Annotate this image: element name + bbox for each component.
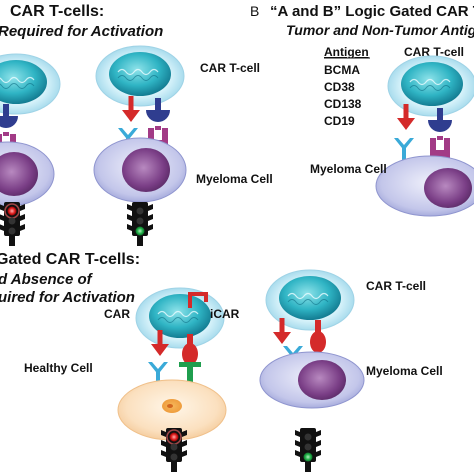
- car-t-cell-2: [95, 45, 185, 107]
- traffic-light-red-icon: [0, 202, 25, 246]
- traffic-light-green-icon-2: [295, 428, 321, 472]
- antigen-bcma: BCMA: [324, 63, 360, 77]
- car-t-cell-3: [387, 55, 474, 117]
- icar-receptor-2: [310, 320, 326, 353]
- panel-c-title-line2: d Absence of: [0, 271, 94, 288]
- car-label: CAR: [104, 307, 130, 321]
- panel-a-myeloma-cell-label: Myeloma Cell: [196, 172, 273, 186]
- antigen-cd19: CD19: [324, 114, 355, 128]
- icar-label: iCAR: [210, 307, 240, 321]
- healthy-cell-label: Healthy Cell: [24, 361, 93, 375]
- panel-c-title-line3: uired for Activation: [0, 289, 135, 306]
- myeloma-cell-3: [375, 155, 474, 217]
- panel-b-title-line1: “A and B” Logic Gated CAR T: [270, 3, 474, 20]
- panel-b-car-t-cell-label: CAR T-cell: [404, 45, 464, 59]
- panel-c-title-line1: Gated CAR T-cells:: [0, 251, 140, 268]
- panel-b-title-line2: Tumor and Non-Tumor Antig: [286, 22, 474, 38]
- panel-a-title-line2: Required for Activation: [0, 23, 163, 40]
- panel-c: Gated CAR T-cells: d Absence of uired fo…: [0, 251, 443, 472]
- healthy-antigen-icon: [179, 362, 201, 384]
- antigen-cd138: CD138: [324, 97, 362, 111]
- panel-a-car-t-cell-label: CAR T-cell: [200, 61, 260, 75]
- panel-a-title-line1: CAR T-cells:: [10, 3, 104, 20]
- antigen-heading: Antigen: [324, 45, 369, 59]
- panel-c-myeloma-cell-label: Myeloma Cell: [366, 364, 443, 378]
- antigen-cd38: CD38: [324, 80, 355, 94]
- car-t-cell-5: [265, 269, 355, 331]
- panel-a: CAR T-cells: Required for Activation CAR…: [0, 3, 273, 246]
- myeloma-cell-2: [93, 137, 187, 203]
- panel-c-car-t-cell-label: CAR T-cell: [366, 279, 426, 293]
- traffic-light-red-icon-2: [161, 428, 187, 472]
- panel-b-myeloma-cell-label: Myeloma Cell: [310, 162, 387, 176]
- tumor-antigen-icon-2: [394, 138, 414, 160]
- myeloma-cell-4: [259, 351, 365, 409]
- panel-b-letter: B: [250, 3, 259, 19]
- traffic-light-green-icon: [127, 202, 153, 246]
- car-t-cell-4: [135, 287, 225, 349]
- icar-receptor: [182, 334, 198, 365]
- myeloma-cell-1: [0, 141, 55, 207]
- panel-b: B “A and B” Logic Gated CAR T Tumor and …: [250, 3, 474, 217]
